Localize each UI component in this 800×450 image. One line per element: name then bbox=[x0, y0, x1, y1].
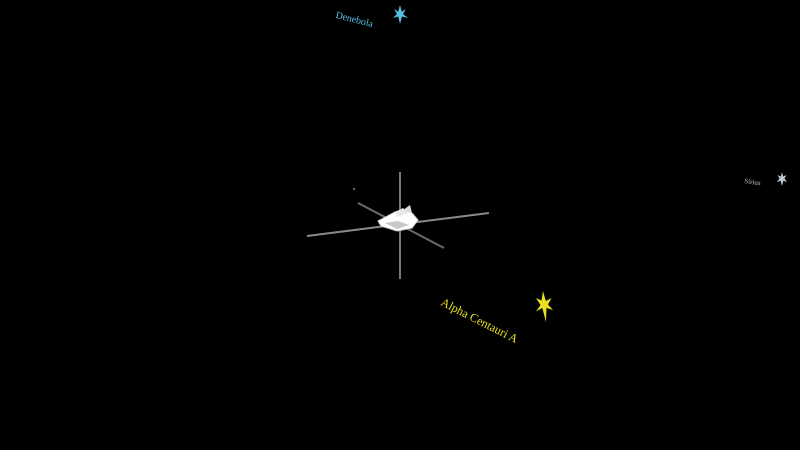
axis-end-marker bbox=[353, 188, 355, 190]
star-icon[interactable] bbox=[777, 172, 787, 186]
spaceship-icon[interactable] bbox=[377, 205, 419, 232]
star-icon[interactable] bbox=[536, 291, 553, 322]
star-icon[interactable] bbox=[393, 5, 408, 24]
